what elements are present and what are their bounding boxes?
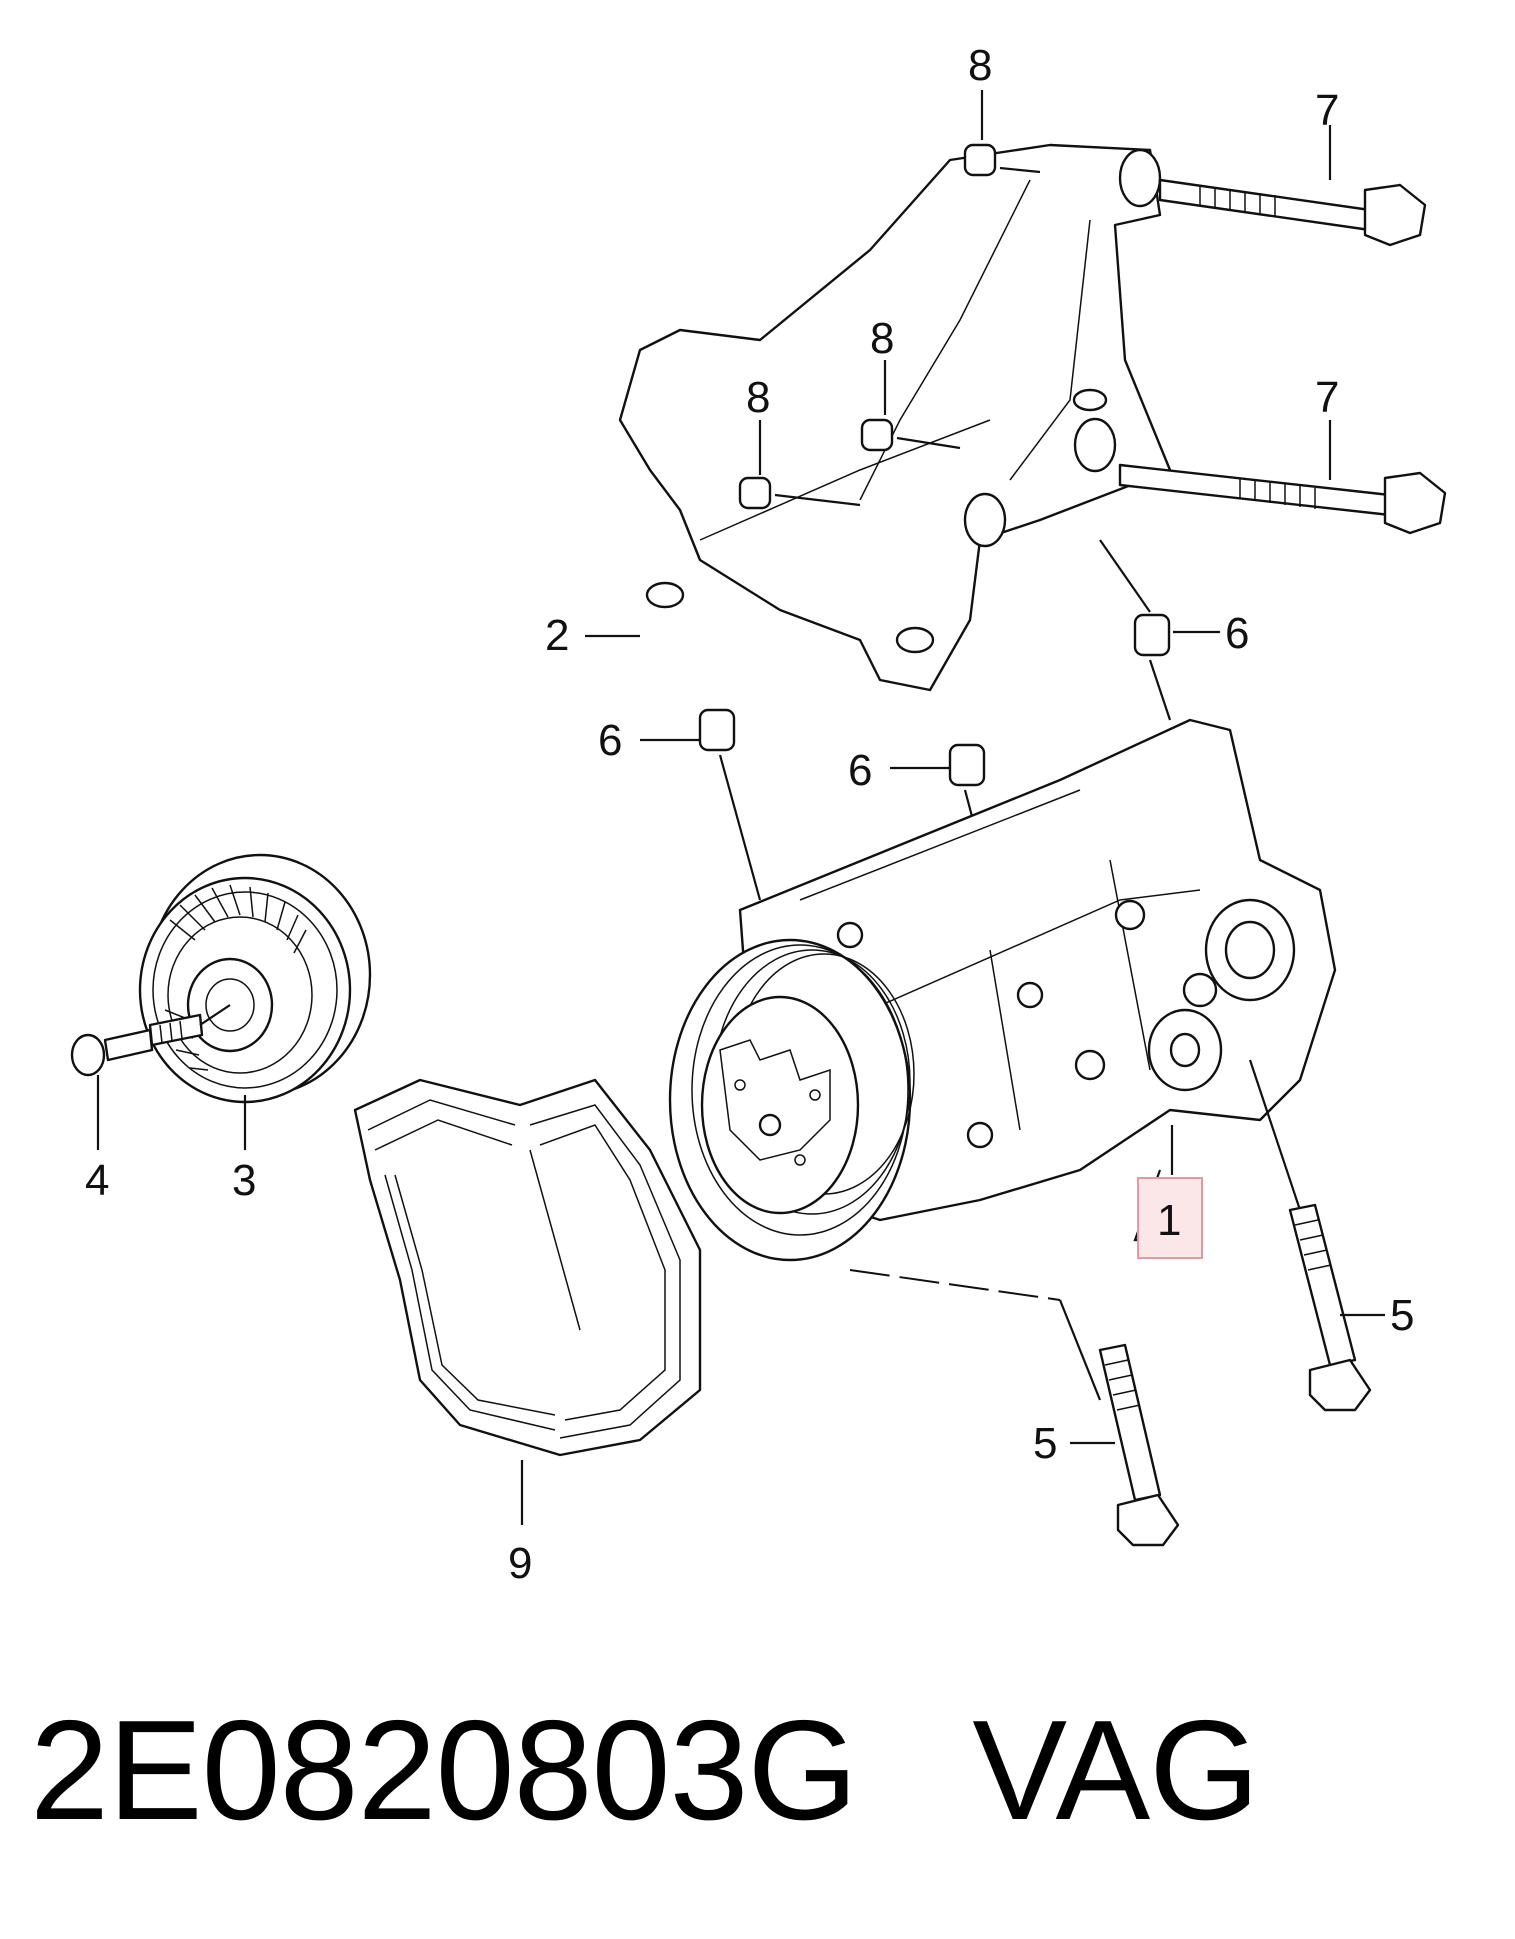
callout-3: 3 — [232, 1156, 256, 1205]
bolt-7-top — [1158, 178, 1427, 247]
callout-6-right: 6 — [1225, 609, 1249, 658]
callout-1: 1 — [1157, 1196, 1181, 1245]
brand-name: VAG — [972, 1691, 1259, 1850]
leaders — [96, 90, 1385, 1525]
callout-1-highlight — [1137, 1177, 1203, 1259]
callout-8-low: 8 — [746, 373, 770, 422]
callout-5-left: 5 — [1033, 1419, 1057, 1468]
part-number-caption: 2E0820803G VAG — [30, 1700, 1260, 1842]
tensioner-pulley — [138, 853, 372, 1104]
bushing-8-low — [738, 476, 772, 510]
bushing-6-center — [948, 743, 986, 787]
bushing-6-right — [1133, 613, 1171, 657]
caption-gap — [857, 1691, 972, 1850]
callout-6-left: 6 — [598, 716, 622, 765]
callout-6-center: 6 — [848, 746, 872, 795]
callout-8-mid: 8 — [870, 314, 894, 363]
poly-v-belt — [353, 1078, 702, 1457]
bushing-6-left — [698, 708, 736, 752]
bolt-5-left — [1098, 1343, 1180, 1547]
callout-9: 9 — [508, 1539, 532, 1588]
callout-2: 2 — [545, 611, 569, 660]
part-number: 2E0820803G — [30, 1691, 858, 1850]
bushing-8-mid — [860, 418, 894, 452]
bolt-4 — [70, 1004, 231, 1077]
bushing-8-top — [963, 143, 997, 177]
callout-8-top: 8 — [968, 41, 992, 90]
mounting-bracket — [618, 143, 1172, 692]
callout-4: 4 — [85, 1156, 109, 1205]
bolt-7-bottom — [1118, 463, 1447, 535]
callout-7-top: 7 — [1315, 86, 1339, 135]
bolt-5-right — [1288, 1203, 1372, 1412]
callout-5-right: 5 — [1390, 1291, 1414, 1340]
ac-compressor — [668, 718, 1337, 1262]
callout-7-bottom: 7 — [1315, 373, 1339, 422]
